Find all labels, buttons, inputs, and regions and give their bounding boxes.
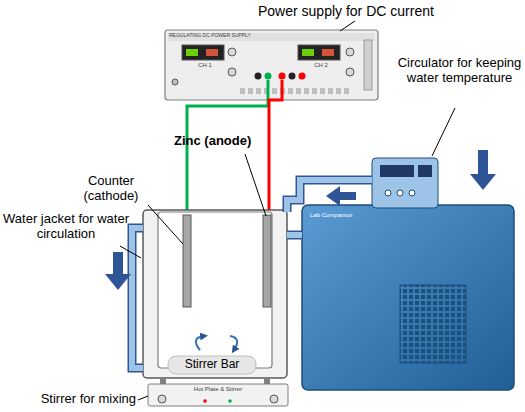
part-label: Water jacket for water circulation: [2, 212, 130, 242]
brand-text: Lab Companion: [310, 212, 380, 219]
jacketed-beaker: [143, 210, 287, 384]
title-label: Power supply for DC current: [258, 3, 458, 19]
panel-text: CH 1: [190, 62, 220, 69]
flow-arrows: [105, 150, 496, 290]
power-supply: [165, 30, 378, 100]
circulator: [302, 158, 514, 390]
part-label: Zinc (anode): [174, 134, 264, 149]
hot-plate-stirrer: [148, 384, 288, 406]
red-wire: [269, 80, 282, 215]
panel-text: REGULATING DC POWER SUPPLY: [169, 33, 289, 39]
part-label: Stirrer Bar: [168, 358, 256, 372]
panel-text: CH 2: [306, 62, 336, 69]
leader-lines: [120, 108, 455, 400]
leader-line: [340, 21, 355, 31]
panel-text: Hot Plate & Stirrer: [180, 386, 256, 393]
water-pipes: [132, 180, 372, 368]
part-label: Circulator for keeping water temperature: [396, 56, 523, 86]
part-label: Counter (cathode): [72, 174, 150, 204]
part-label: Stirrer for mixing: [8, 392, 136, 407]
